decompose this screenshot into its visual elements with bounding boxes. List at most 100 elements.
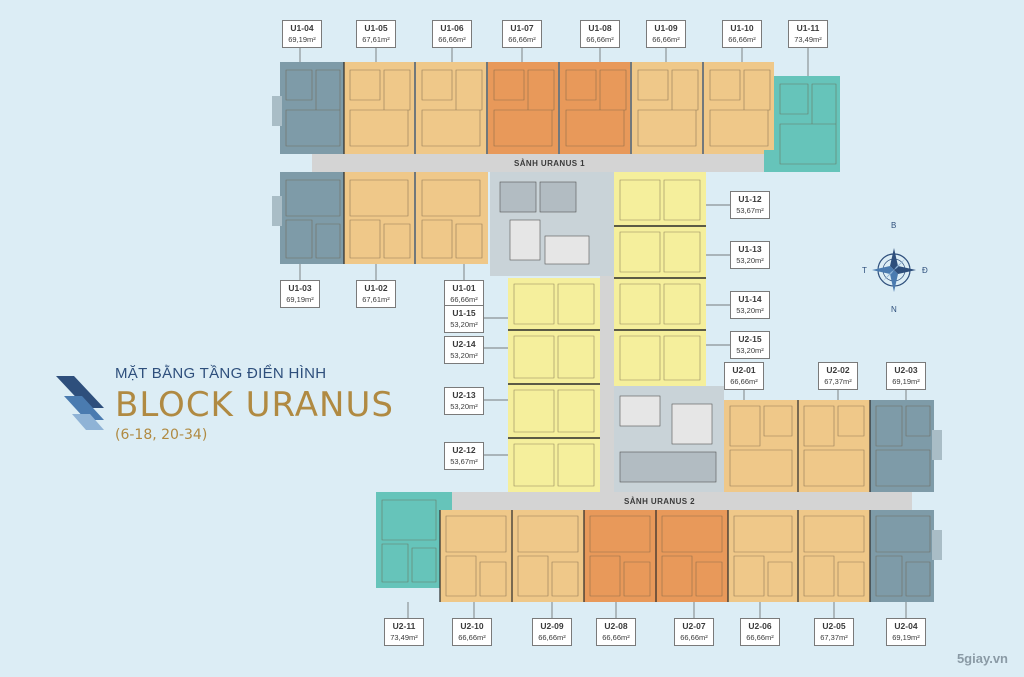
- unit-area: 53,20m²: [450, 320, 478, 329]
- unit-tag-u2-09[interactable]: U2-09 66,66m²: [532, 618, 572, 646]
- unit-area: 53,20m²: [450, 351, 478, 360]
- unit-name: U1-10: [730, 23, 754, 33]
- unit-block-u1-03: [272, 172, 344, 264]
- unit-tag-u2-13[interactable]: U2-13 53,20m²: [444, 387, 484, 415]
- corridor-lobby-2: [452, 492, 912, 510]
- unit-name: U1-07: [510, 23, 534, 33]
- unit-name: U2-09: [540, 621, 564, 631]
- unit-area: 53,20m²: [736, 306, 764, 315]
- unit-tag-u1-02[interactable]: U1-02 67,61m²: [356, 280, 396, 308]
- unit-tag-u2-15[interactable]: U2-15 53,20m²: [730, 331, 770, 359]
- unit-area: 69,19m²: [892, 377, 920, 386]
- unit-name: U2-13: [452, 390, 476, 400]
- unit-area: 73,49m²: [794, 35, 822, 44]
- unit-name: U1-09: [654, 23, 678, 33]
- unit-area: 67,61m²: [362, 35, 390, 44]
- unit-tag-u1-15[interactable]: U1-15 53,20m²: [444, 305, 484, 333]
- unit-tag-u1-03[interactable]: U1-03 69,19m²: [280, 280, 320, 308]
- plan-title-line3: (6-18, 20-34): [115, 427, 208, 443]
- unit-tag-u1-13[interactable]: U1-13 53,20m²: [730, 241, 770, 269]
- corridor-lobby-1: [312, 154, 764, 172]
- unit-tag-u1-14[interactable]: U1-14 53,20m²: [730, 291, 770, 319]
- unit-area: 53,20m²: [736, 346, 764, 355]
- unit-name: U2-12: [452, 445, 476, 455]
- unit-tag-u1-10[interactable]: U1-10 66,66m²: [722, 20, 762, 48]
- plan-title: MẶT BẰNG TẦNG ĐIỂN HÌNH BLOCK URANUS (6-…: [55, 365, 393, 455]
- unit-area: 66,66m²: [538, 633, 566, 642]
- compass-south-label: N: [891, 305, 898, 314]
- unit-tag-u2-14[interactable]: U2-14 53,20m²: [444, 336, 484, 364]
- unit-area: 66,66m²: [746, 633, 774, 642]
- unit-name: U1-08: [588, 23, 612, 33]
- unit-name: U2-15: [738, 334, 762, 344]
- unit-area: 53,20m²: [736, 256, 764, 265]
- party-walls: [343, 62, 871, 602]
- unit-block-u1-06: [416, 62, 486, 154]
- unit-area: 53,67m²: [450, 457, 478, 466]
- unit-area: 66,66m²: [450, 295, 478, 304]
- unit-area: 53,20m²: [450, 402, 478, 411]
- unit-name: U1-11: [796, 23, 820, 33]
- unit-name: U1-03: [288, 283, 312, 293]
- unit-area: 66,66m²: [586, 35, 614, 44]
- unit-tag-u1-11[interactable]: U1-11 73,49m²: [788, 20, 828, 48]
- unit-name: U2-01: [732, 365, 756, 375]
- compass-rose-icon: [872, 248, 916, 292]
- unit-name: U1-14: [738, 294, 762, 304]
- unit-name: U1-01: [452, 283, 476, 293]
- unit-area: 66,66m²: [508, 35, 536, 44]
- unit-name: U2-03: [894, 365, 918, 375]
- unit-tag-u2-12[interactable]: U2-12 53,67m²: [444, 442, 484, 470]
- compass-north-label: B: [891, 221, 897, 230]
- unit-block-u1-09: [632, 62, 702, 154]
- unit-area: 66,66m²: [728, 35, 756, 44]
- unit-name: U1-13: [738, 244, 762, 254]
- unit-name: U1-02: [364, 283, 388, 293]
- unit-area: 69,19m²: [288, 35, 316, 44]
- unit-tag-u1-12[interactable]: U1-12 53,67m²: [730, 191, 770, 219]
- unit-name: U2-14: [452, 339, 476, 349]
- compass-east-label: Đ: [922, 266, 929, 275]
- unit-area: 66,66m²: [602, 633, 630, 642]
- unit-name: U1-15: [452, 308, 476, 318]
- unit-tag-u1-01[interactable]: U1-01 66,66m²: [444, 280, 484, 308]
- unit-area: 53,67m²: [736, 206, 764, 215]
- unit-tag-u1-08[interactable]: U1-08 66,66m²: [580, 20, 620, 48]
- unit-area: 67,37m²: [824, 377, 852, 386]
- unit-area: 66,66m²: [438, 35, 466, 44]
- plan-title-line2: BLOCK URANUS: [115, 385, 394, 425]
- unit-name: U2-02: [826, 365, 850, 375]
- unit-tag-u2-02[interactable]: U2-02 67,37m²: [818, 362, 858, 390]
- unit-area: 69,19m²: [286, 295, 314, 304]
- unit-area: 67,61m²: [362, 295, 390, 304]
- unit-block-u1-04: [272, 62, 344, 154]
- unit-name: U2-10: [460, 621, 484, 631]
- unit-tag-u1-07[interactable]: U1-07 66,66m²: [502, 20, 542, 48]
- unit-name: U1-05: [364, 23, 388, 33]
- plan-title-line1: MẶT BẰNG TẦNG ĐIỂN HÌNH: [115, 365, 327, 382]
- core-lifts-stairs-1: [490, 172, 614, 276]
- unit-name: U2-07: [682, 621, 706, 631]
- unit-tag-u1-05[interactable]: U1-05 67,61m²: [356, 20, 396, 48]
- unit-tag-u2-03[interactable]: U2-03 69,19m²: [886, 362, 926, 390]
- title-chevron-logo: [56, 376, 104, 430]
- unit-block-u1-08: [560, 62, 630, 154]
- unit-tag-u1-04[interactable]: U1-04 69,19m²: [282, 20, 322, 48]
- unit-name: U1-04: [290, 23, 314, 33]
- unit-block-u1-05: [344, 62, 414, 154]
- unit-name: U2-06: [748, 621, 772, 631]
- unit-block-u1-07: [488, 62, 558, 154]
- unit-tag-u2-06[interactable]: U2-06 66,66m²: [740, 618, 780, 646]
- unit-name: U1-12: [738, 194, 762, 204]
